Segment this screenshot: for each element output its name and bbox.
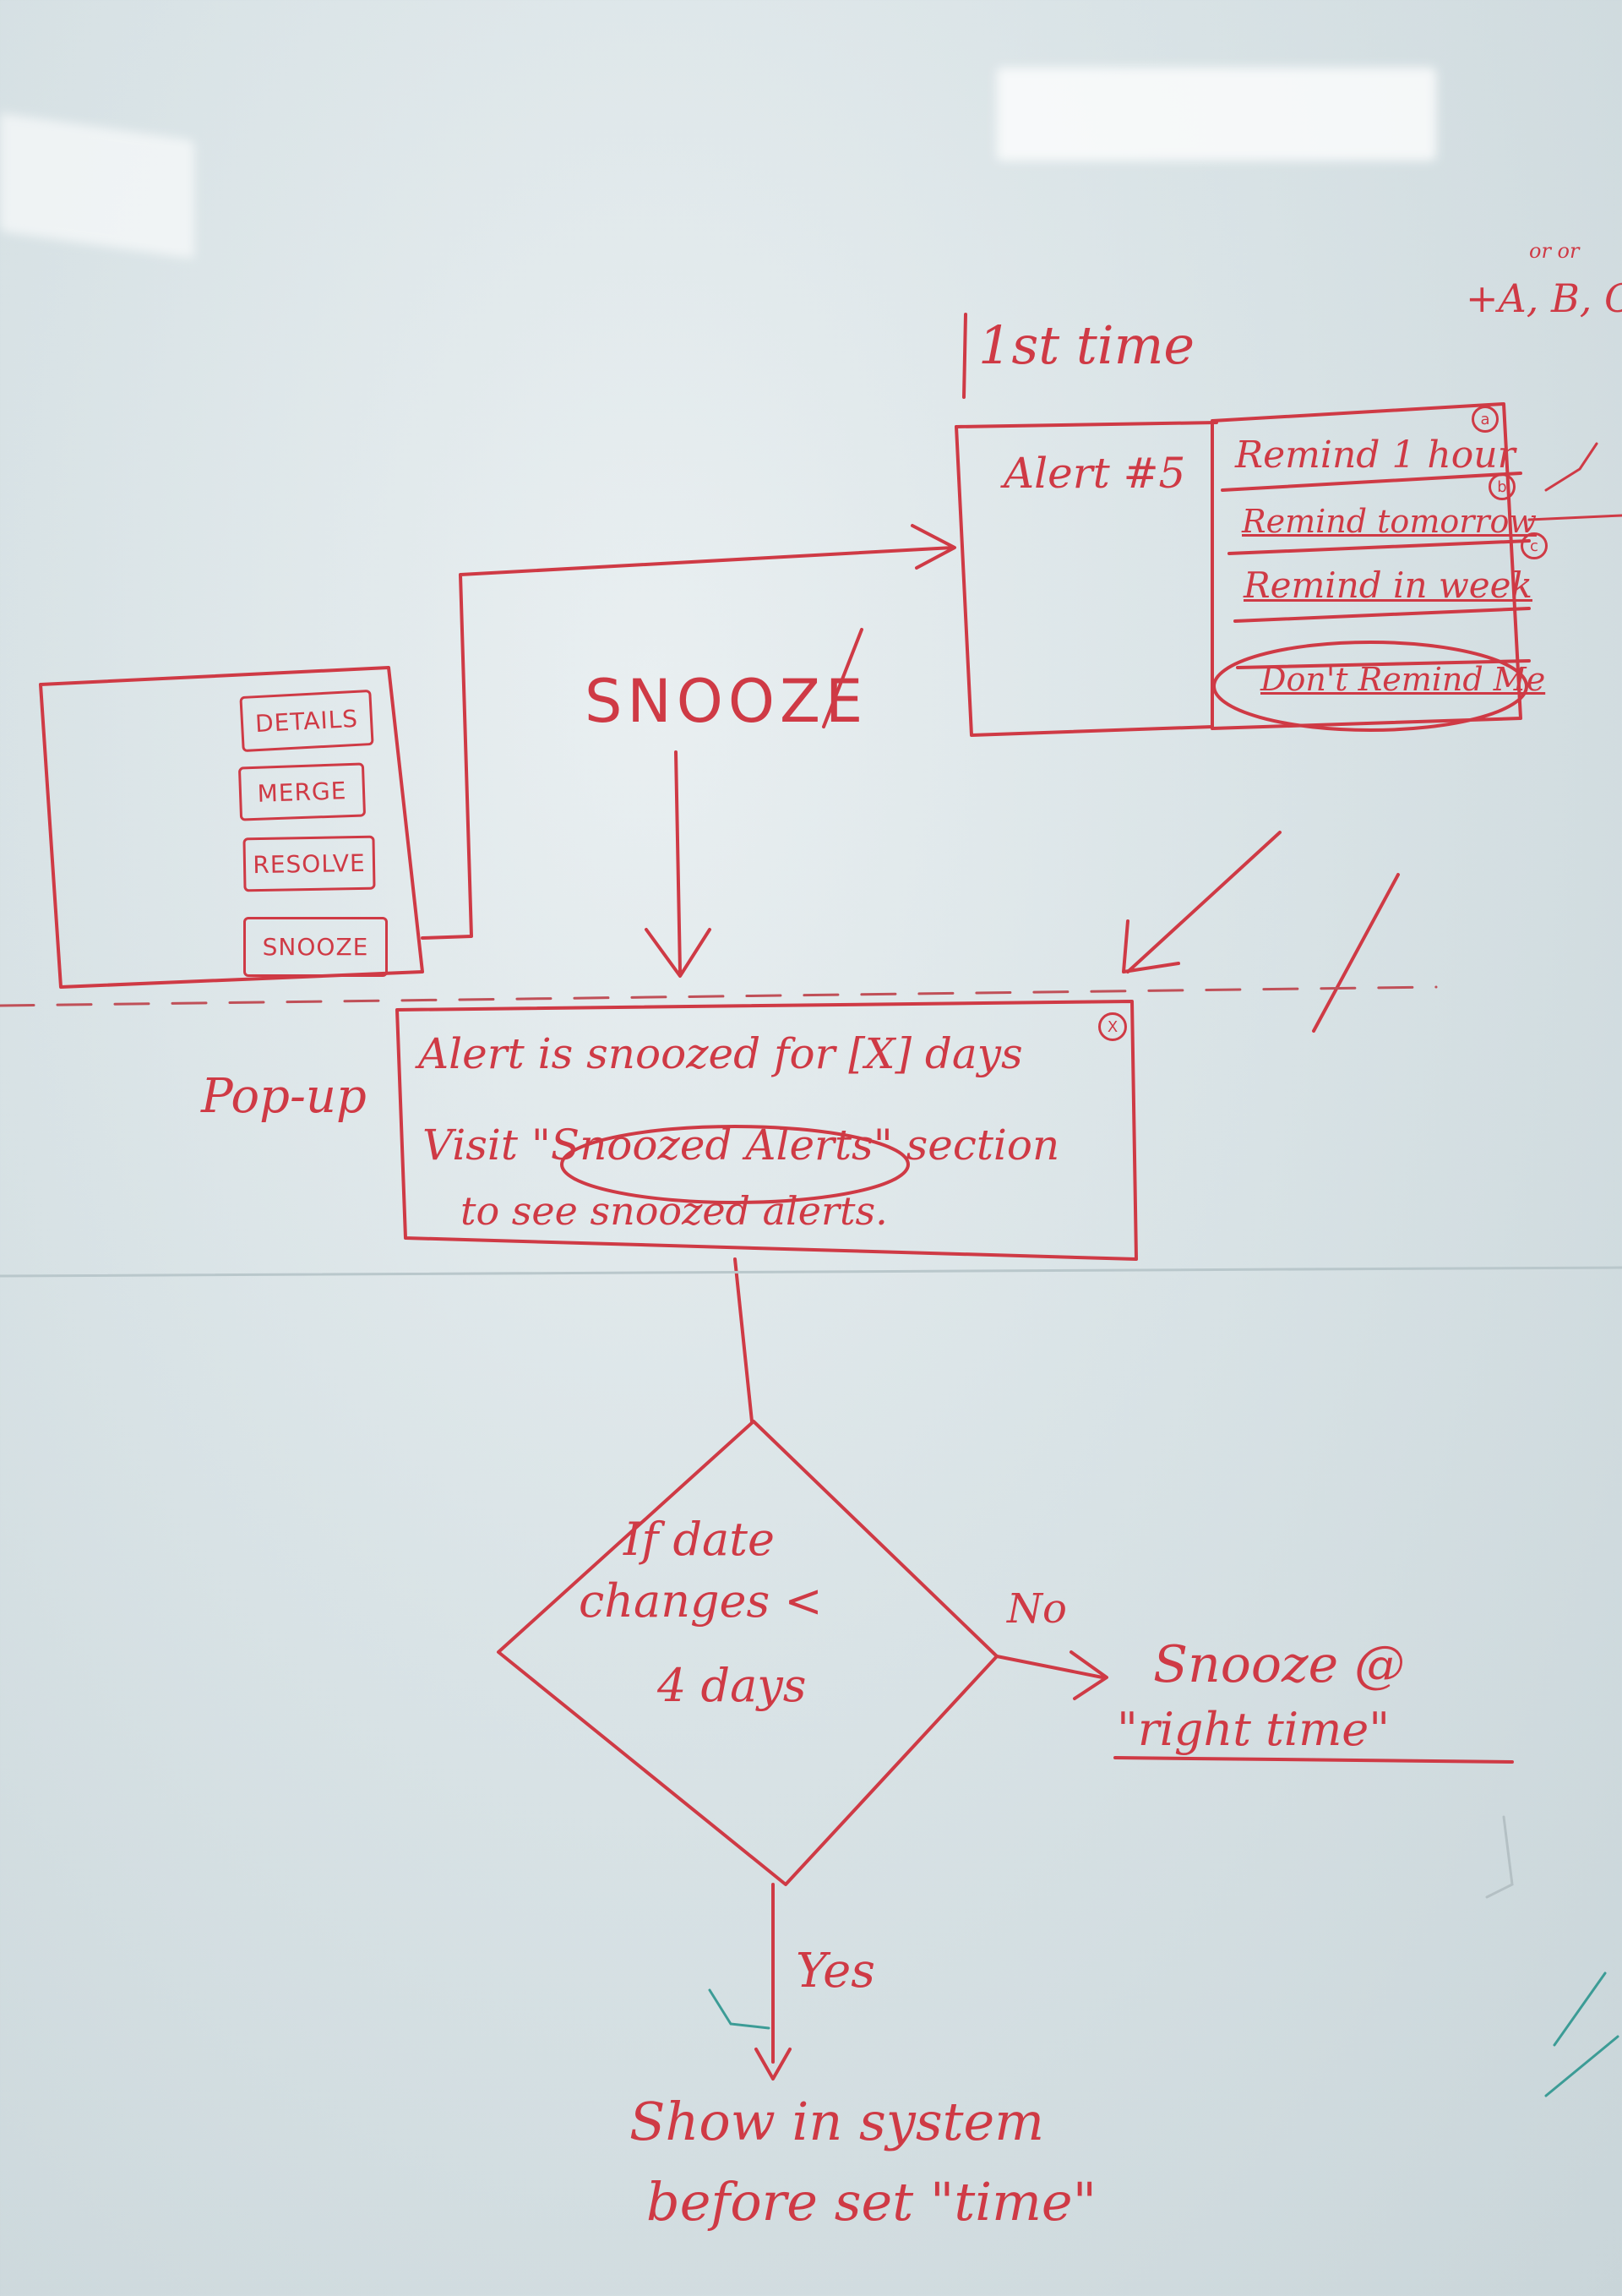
marker-a-icon: a <box>1472 406 1499 433</box>
dont-remind-circle <box>1212 641 1528 732</box>
popup-line-2: Visit "Snoozed Alerts" section <box>422 1121 1060 1170</box>
option-label: Remind tomorrow <box>1242 503 1537 540</box>
popup-label: Pop-up <box>201 1069 367 1124</box>
options-box <box>1211 402 1522 730</box>
variant-note: +A, B, C, <box>1466 275 1622 321</box>
option-label: Remind in week <box>1244 564 1532 606</box>
popup-line-1: Alert is snoozed for [X] days <box>418 1029 1023 1078</box>
snooze-option-week[interactable]: Remind in week <box>1244 568 1532 603</box>
snoozed-alerts-circle <box>560 1125 910 1204</box>
arrow-no <box>995 1655 1104 1679</box>
alert-title: Alert #5 <box>1004 449 1186 498</box>
option-label: Don't Remind Me <box>1260 661 1546 698</box>
alert-dialog-box <box>955 425 1214 737</box>
yes-result-line-1: Show in system <box>629 2091 1045 2152</box>
connector-to-decision <box>733 1257 754 1423</box>
popup-line-3: to see snoozed alerts. <box>460 1188 888 1234</box>
snooze-option-tomorrow[interactable]: Remind tomorrow <box>1242 505 1537 537</box>
arrow-snooze-down <box>674 750 682 973</box>
action-menu-panel <box>39 666 424 989</box>
arrow-to-dialog <box>421 546 955 940</box>
no-result-line-2: "right time" <box>1117 1703 1391 1756</box>
popup-box <box>395 1000 1138 1261</box>
light-reflection <box>997 68 1436 161</box>
yes-label: Yes <box>796 1944 875 1999</box>
snooze-button[interactable]: SNOOZE <box>243 917 388 977</box>
dashed-divider <box>0 985 1438 1007</box>
decision-line-1: If date <box>623 1513 775 1566</box>
no-result-line-1: Snooze @ <box>1153 1635 1406 1694</box>
no-label: No <box>1007 1585 1067 1633</box>
variant-note-small: or or <box>1529 239 1580 263</box>
marker-c-icon: c <box>1521 532 1548 559</box>
first-time-bracket <box>962 313 967 399</box>
snooze-option-dont-remind[interactable]: Don't Remind Me <box>1260 663 1545 695</box>
decision-line-3: 4 days <box>657 1659 807 1712</box>
option-label: Remind 1 hour <box>1235 434 1516 477</box>
first-time-label: 1st time <box>978 314 1195 376</box>
merge-button[interactable]: MERGE <box>237 762 367 821</box>
marker-b-icon: b <box>1489 473 1516 500</box>
snooze-option-1-hour[interactable]: Remind 1 hour <box>1235 437 1516 474</box>
arrow-options-to-popup <box>1126 831 1282 973</box>
yes-result-line-2: before set "time" <box>646 2171 1097 2233</box>
details-button[interactable]: DETAILS <box>239 689 374 753</box>
resolve-button[interactable]: RESOLVE <box>242 835 376 892</box>
snooze-action-label: SNOOZE <box>585 667 868 736</box>
decision-line-2: changes < <box>579 1574 823 1628</box>
decision-diamond <box>497 1420 999 1886</box>
close-icon[interactable]: X <box>1098 1012 1127 1041</box>
